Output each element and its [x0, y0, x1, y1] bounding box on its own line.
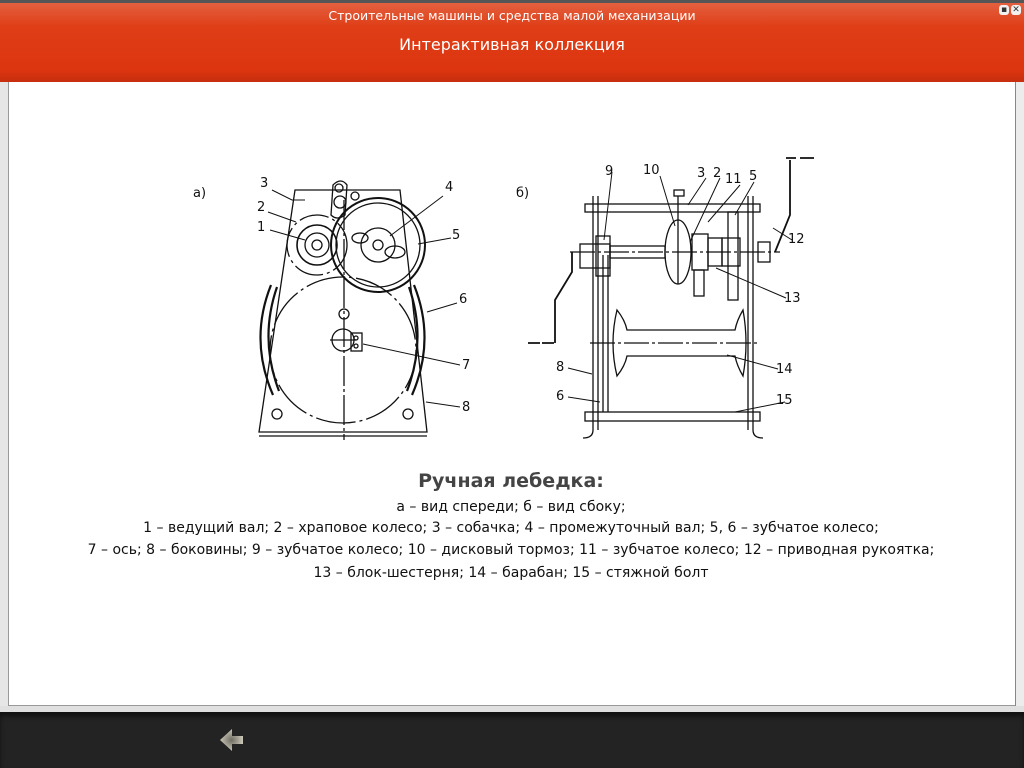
callout-11: 11 [725, 172, 742, 187]
callout-4: 4 [445, 180, 453, 195]
callout-8: 8 [462, 400, 470, 415]
arrow-left-icon [220, 729, 243, 751]
crank-handle-12 [774, 157, 814, 253]
header: Строительные машины и средства малой мех… [0, 3, 1024, 82]
callout-2b: 2 [713, 166, 721, 181]
header-subtitle: Строительные машины и средства малой мех… [328, 8, 696, 23]
callout-3b: 3 [697, 166, 705, 181]
footer-bar [0, 712, 1024, 768]
callout-12: 12 [788, 232, 805, 247]
callout-8b: 8 [556, 360, 564, 375]
drum-gear-circle [269, 276, 417, 424]
callout-7: 7 [462, 358, 470, 373]
caption-line: 13 – блок-шестерня; 14 – барабан; 15 – с… [313, 565, 709, 581]
front-view [258, 180, 461, 440]
callout-10: 10 [643, 163, 660, 178]
gear-6-left-arc [259, 284, 281, 396]
caption-title: Ручная лебедка: [418, 470, 604, 492]
callout-3: 3 [260, 176, 268, 191]
side-view [528, 157, 814, 439]
callout-6: 6 [459, 292, 467, 307]
callout-9: 9 [605, 164, 613, 179]
ratchet-wheel [296, 224, 338, 266]
close-icon[interactable]: ✕ [1011, 5, 1021, 15]
left-side-frame [582, 196, 599, 439]
callout-6b: 6 [556, 389, 564, 404]
front-view-label: а) [193, 186, 206, 201]
callout-5: 5 [452, 228, 460, 243]
side-view-label: б) [516, 186, 529, 201]
caption-line: 7 – ось; 8 – боковины; 9 – зубчатое коле… [87, 542, 935, 558]
content-panel [8, 82, 1015, 706]
right-side-frame [747, 196, 764, 439]
gear-5 [330, 197, 426, 293]
callout-14: 14 [776, 362, 793, 377]
caption-line: а – вид спереди; б – вид сбоку; [396, 499, 626, 515]
scrollbar[interactable] [1015, 82, 1024, 712]
side-plate [258, 189, 428, 433]
drum-14 [612, 308, 747, 378]
panel-bottom-edge [0, 706, 1024, 712]
callout-5b: 5 [749, 169, 757, 184]
minimize-icon[interactable]: ▪ [999, 5, 1009, 15]
callout-1: 1 [257, 220, 265, 235]
figure-labels: а) 1 2 3 4 5 6 7 8 б) 9 10 3 2 11 5 12 1… [193, 163, 805, 415]
callout-2: 2 [257, 200, 265, 215]
tie-bolt-15 [584, 411, 761, 422]
pawl [330, 180, 348, 219]
caption-line: 1 – ведущий вал; 2 – храповое колесо; 3 … [143, 520, 879, 536]
window-top-border [0, 0, 1024, 3]
left-crank-handle [528, 252, 573, 344]
back-button[interactable] [218, 726, 246, 754]
gear-6-right-arc [405, 284, 426, 396]
header-title: Интерактивная коллекция [399, 35, 625, 54]
top-tie-bar [584, 203, 761, 213]
callout-15: 15 [776, 393, 793, 408]
callout-13: 13 [784, 291, 801, 306]
